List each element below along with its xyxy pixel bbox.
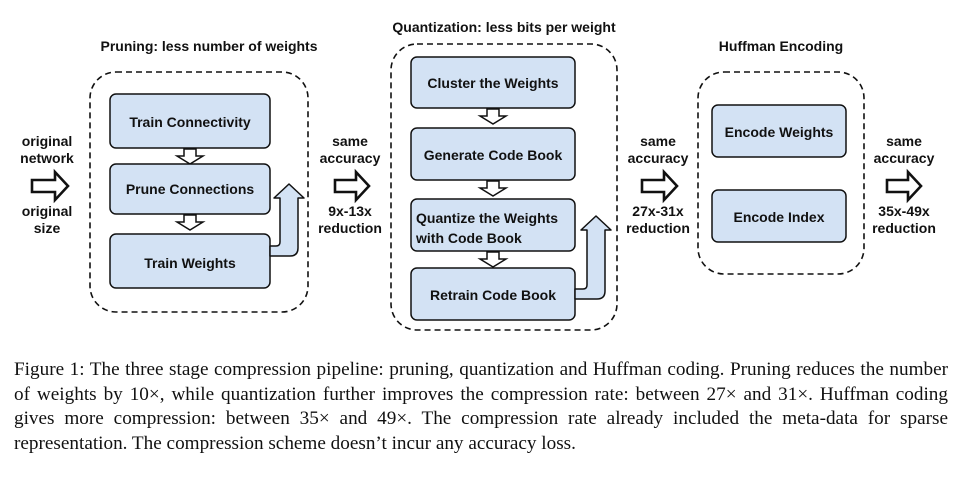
quantization-reduction-line2: reduction [626,220,690,236]
down-arrow-icon [477,108,509,125]
quantization-accuracy-line1: same [640,133,676,149]
generate-code-book-box [410,127,576,181]
train-connectivity-box [109,93,271,149]
prune-connections-box [109,163,271,215]
train-connectivity-label: Train Connectivity [129,114,251,130]
encode-index-label: Encode Index [733,209,824,225]
quantize-weights-label-line1: Quantize the Weights [416,210,558,226]
input-size-line1: original [22,203,73,219]
pruning-accuracy-line1: same [332,133,368,149]
down-arrow-icon [174,214,206,231]
quantization-reduction-line1: 27x-31x [632,203,684,219]
quantization-stage-box [390,43,618,331]
huffman-accuracy-line2: accuracy [874,150,935,166]
quantize-weights-label-line2: with Code Book [415,230,522,246]
huffman-stage-box [697,71,865,275]
cluster-weights-box [410,56,576,109]
pipeline-diagram: original network original size Pruning: … [20,19,936,331]
down-arrow-icon [174,148,206,165]
encode-weights-label: Encode Weights [725,124,834,140]
huffman-accuracy-line1: same [886,133,922,149]
input-label-line1: original [22,133,73,149]
huffman-flow-arrow [885,168,923,204]
generate-code-book-label: Generate Code Book [424,147,563,163]
pruning-stage-box [89,71,309,313]
prune-connections-label: Prune Connections [126,181,255,197]
quantize-weights-box [410,198,576,252]
retrain-loop-arrow [574,215,612,300]
pruning-reduction-line1: 9x-13x [328,203,372,219]
train-weights-label: Train Weights [144,255,236,271]
cluster-weights-label: Cluster the Weights [427,75,558,91]
encode-weights-box [711,104,847,158]
huffman-reduction-line1: 35x-49x [878,203,930,219]
quantization-flow-arrow [640,168,679,204]
input-size-line2: size [34,220,61,236]
huffman-reduction-line2: reduction [872,220,936,236]
pruning-reduction-line2: reduction [318,220,382,236]
input-label-line2: network [20,150,74,166]
pruning-flow-arrow [333,168,371,204]
pruning-stage-title: Pruning: less number of weights [100,38,317,54]
pruning-accuracy-line2: accuracy [320,150,381,166]
huffman-stage-title: Huffman Encoding [719,38,843,54]
quantization-stage-title: Quantization: less bits per weight [392,19,616,35]
quantization-accuracy-line2: accuracy [628,150,689,166]
encode-index-box [711,189,847,243]
down-arrow-icon [477,251,509,268]
retrain-code-book-label: Retrain Code Book [430,287,556,303]
train-weights-box [109,233,271,289]
retrain-loop-arrow [269,183,305,257]
figure-caption: Figure 1: The three stage compression pi… [14,359,948,454]
input-flow-arrow [30,168,70,204]
down-arrow-icon [477,180,509,197]
